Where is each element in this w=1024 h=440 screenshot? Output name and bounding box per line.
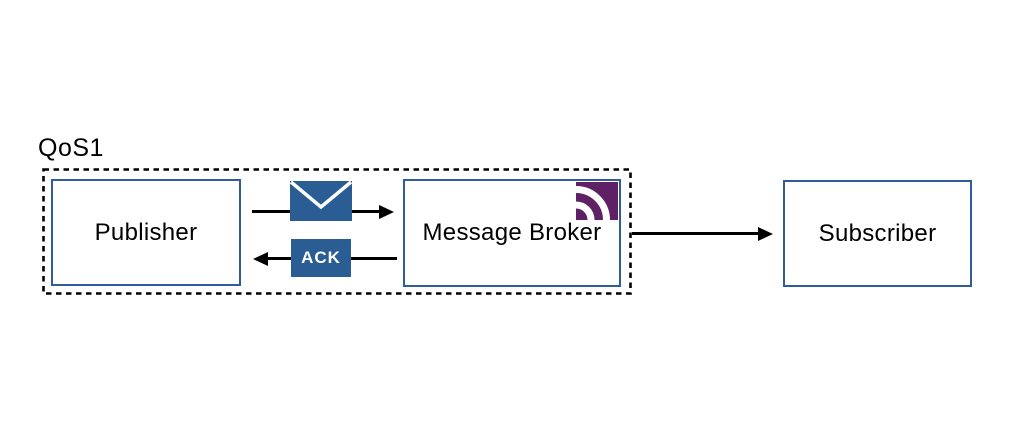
publish-arrowhead-icon [379,204,394,219]
message-broker-box: Message Broker [403,179,621,287]
envelope-icon [289,180,353,221]
qos-group-label: QoS1 [38,134,104,162]
qos-dashed-boundary [42,168,632,295]
deliver-arrowhead-icon [758,226,773,241]
publisher-label: Publisher [94,218,198,246]
deliver-arrow-line [632,232,760,235]
mqtt-signal-icon [576,182,618,220]
subscriber-label: Subscriber [818,219,937,247]
subscriber-box: Subscriber [783,180,972,287]
message-broker-label: Message Broker [422,219,602,246]
publisher-box: Publisher [51,179,241,286]
ack-badge: ACK [291,239,351,277]
ack-arrowhead-icon [253,251,268,266]
